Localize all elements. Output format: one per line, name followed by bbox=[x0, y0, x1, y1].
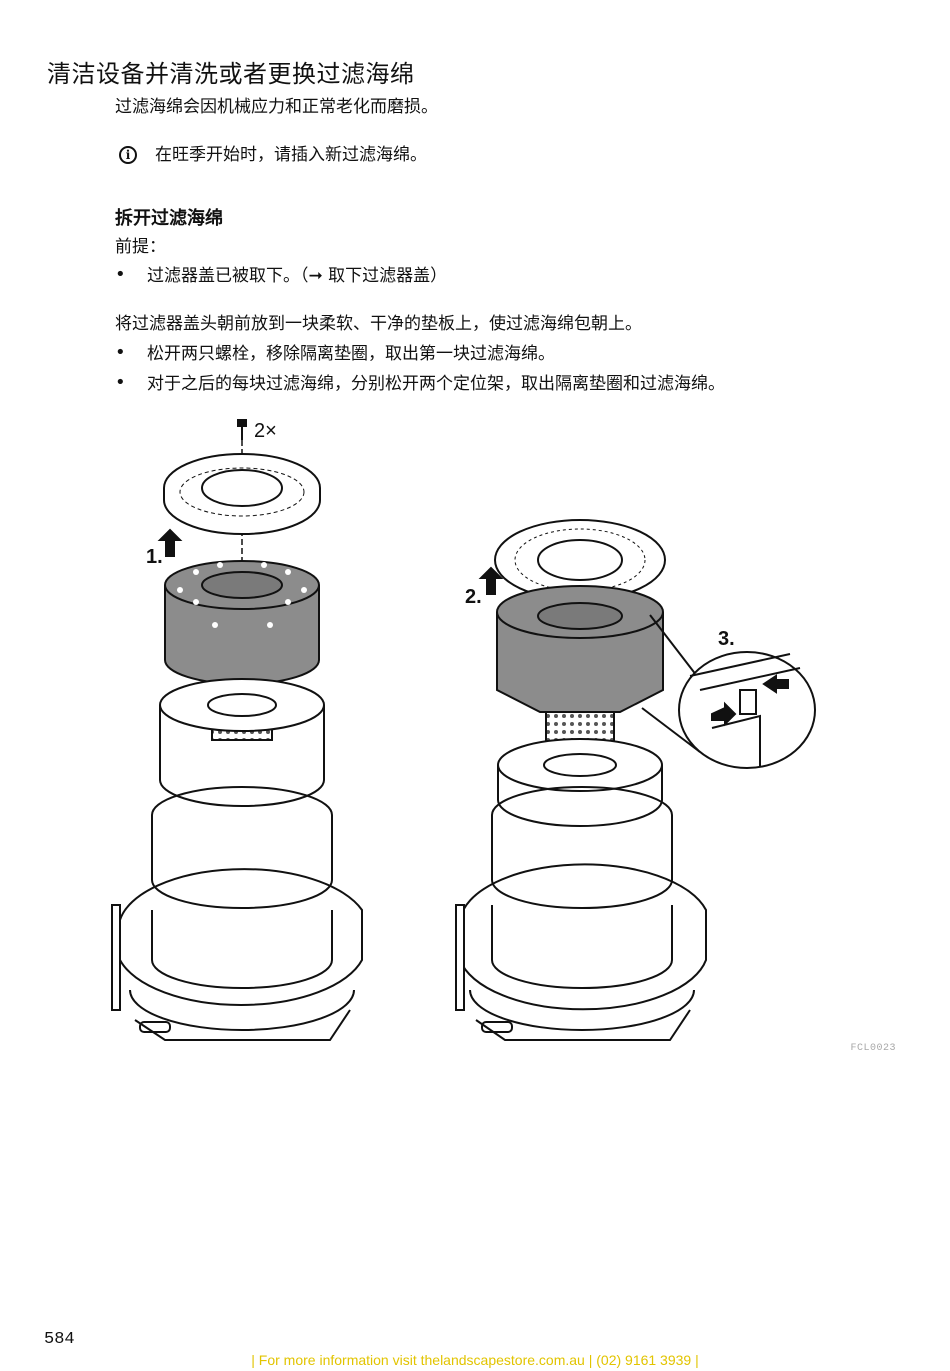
filter-disassembly-illustration: 2× 1. 2. 3. bbox=[111, 419, 816, 1041]
arrow-up-icon bbox=[157, 528, 183, 557]
step-3-label: 3. bbox=[718, 628, 735, 650]
filter-housing bbox=[111, 678, 363, 1041]
filter-sponge bbox=[496, 585, 664, 713]
detail-callout bbox=[641, 614, 816, 769]
bullet-icon: • bbox=[115, 372, 126, 393]
footer-contact-link[interactable]: | For more information visit thelandscap… bbox=[251, 1352, 699, 1368]
arrow-right-icon bbox=[711, 701, 737, 727]
step-1-label: 1. bbox=[146, 546, 163, 568]
step-item: 对于之后的每块过滤海绵，分别松开两个定位架，取出隔离垫圈和过滤海绵。 bbox=[147, 374, 725, 394]
page-title: 清洁设备并清洗或者更换过滤海绵 bbox=[47, 60, 415, 88]
step-2-label: 2. bbox=[465, 586, 482, 608]
section-heading: 拆开过滤海绵 bbox=[115, 208, 223, 229]
right-assembly bbox=[455, 519, 816, 1041]
page-number: 584 bbox=[44, 1330, 75, 1349]
arrow-left-icon bbox=[762, 674, 789, 694]
separator-ring bbox=[163, 453, 321, 535]
info-text: 在旺季开始时，请插入新过滤海绵。 bbox=[155, 145, 427, 165]
prereq-label: 前提： bbox=[115, 237, 166, 257]
filter-housing bbox=[455, 738, 707, 1041]
separator-ring bbox=[494, 519, 666, 601]
arrow-up-icon bbox=[478, 566, 504, 595]
info-circle-icon: i bbox=[119, 146, 137, 164]
bullet-icon: • bbox=[115, 264, 126, 285]
screw-icon bbox=[237, 419, 247, 440]
figure-code: FCL0023 bbox=[850, 1043, 896, 1054]
left-assembly bbox=[111, 419, 363, 1041]
bullet-icon: • bbox=[115, 342, 126, 363]
prereq-item[interactable]: 过滤器盖已被取下。（➞ 取下过滤器盖） bbox=[147, 266, 448, 286]
instruction-text: 将过滤器盖头朝前放到一块柔软、干净的垫板上，使过滤海绵包朝上。 bbox=[115, 314, 642, 334]
intro-text: 过滤海绵会因机械应力和正常老化而磨损。 bbox=[115, 97, 438, 117]
step-item: 松开两只螺栓，移除隔离垫圈，取出第一块过滤海绵。 bbox=[147, 344, 555, 364]
screw-count-label: 2× bbox=[254, 420, 277, 442]
filter-sponge bbox=[164, 560, 320, 685]
